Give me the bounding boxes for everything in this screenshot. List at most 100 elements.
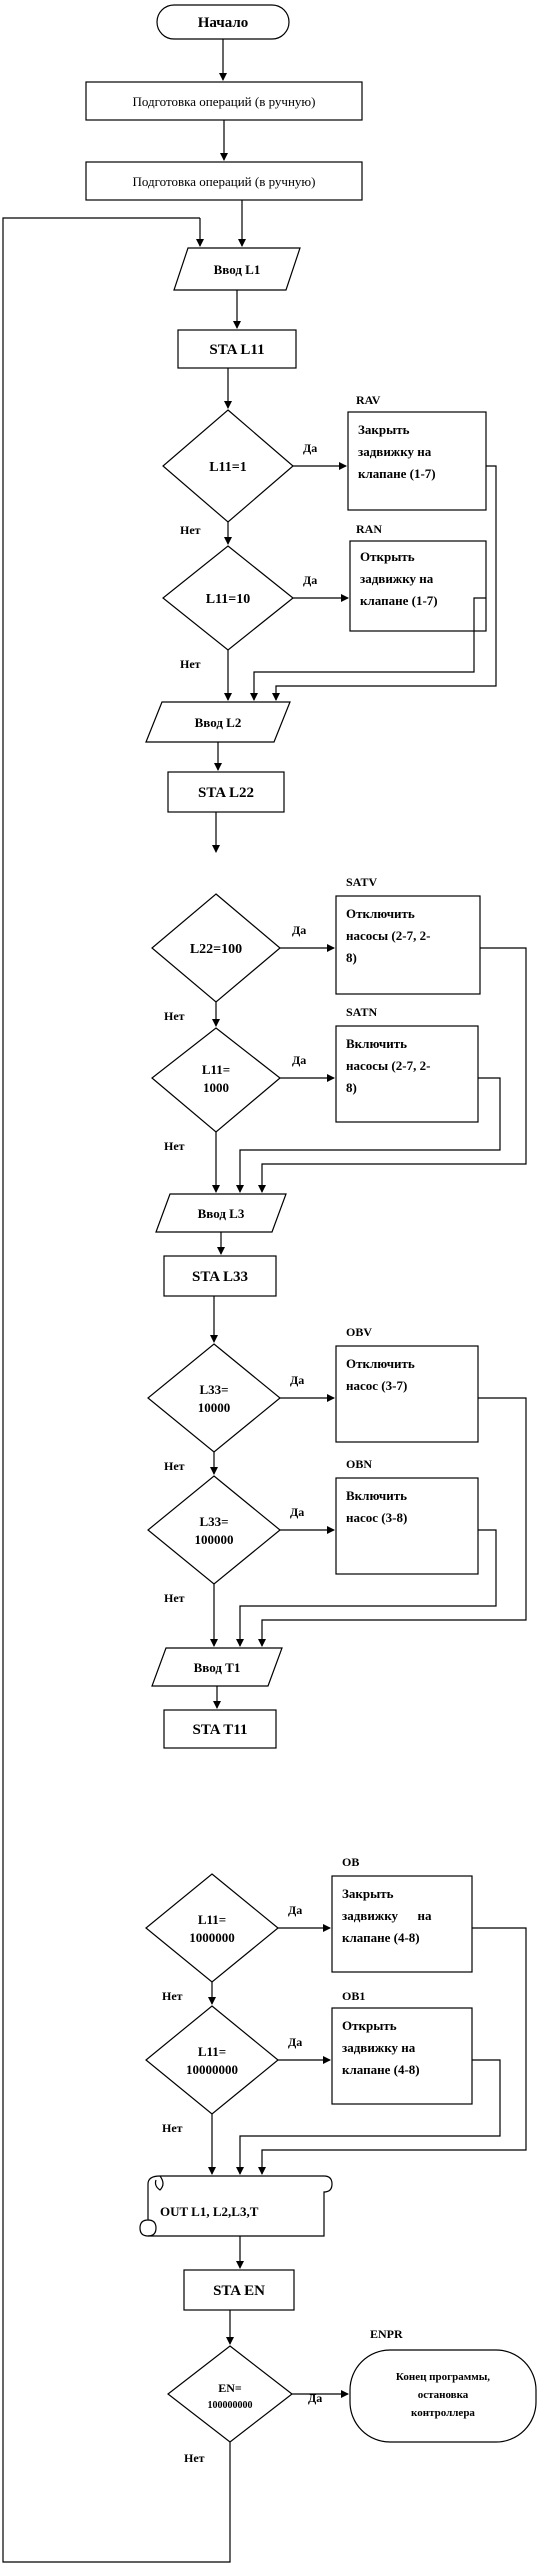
no-label-1: Нет [180,523,201,537]
action-close-valve-1-7 [347,411,487,511]
sta-en-box [183,2269,295,2311]
sta-l11-label: STA L11 [209,342,264,358]
action-tag-ran: RAN [356,522,382,536]
input-l2-label: Ввод L2 [195,715,242,730]
action-1-line-2: задвижку на [358,444,432,459]
end-line-1: Конец программы, [396,2371,490,2383]
action-pumps-off-2-7-2-8 [335,895,481,995]
cond-l11-10000000-line-1: L11= [198,2044,226,2059]
input-t1 [151,1647,283,1687]
action-3-line-1: Отключить [346,906,415,921]
end-line-3: контроллера [411,2407,475,2419]
action-tag-satv: SATV [346,875,377,889]
yes-label-6: Да [290,1505,304,1519]
yes-label-4: Да [292,1053,306,1067]
sta-l33-label: STA L33 [192,1269,248,1285]
prep-label-2: Подготовка операций (в ручную) [133,174,316,189]
input-l2 [145,701,291,743]
action-tag-ob: OB [342,1855,359,1869]
cond-l33-10000 [147,1343,281,1453]
cond-l33-100000 [147,1475,281,1585]
cond-l22-100-label: L22=100 [190,942,242,957]
end-tag-enpr: ENPR [370,2327,403,2341]
input-l3 [155,1193,287,1233]
no-label-8: Нет [162,2121,183,2135]
loop-back-line [2,217,231,2563]
action-tag-satn: SATN [346,1005,377,1019]
sta-l22-box [167,771,285,813]
action-7-line-2: задвижку на [342,1908,432,1923]
prep-label-1: Подготовка операций (в ручную) [133,94,316,109]
action-2-line-1: Открыть [360,549,415,564]
yes-label-5: Да [290,1373,304,1387]
cond-l11-10000000-line-2: 10000000 [186,2062,238,2077]
sta-l33-box [163,1255,277,1297]
cond-l11-1000-line-1: L11= [202,1062,230,1077]
action-3-line-3: 8) [346,950,357,965]
action-5-line-1: Отключить [346,1356,415,1371]
prep-box-1 [85,81,363,121]
yes-label-7: Да [288,1903,302,1917]
yes-label-3: Да [292,923,306,937]
action-4-line-2: насосы (2-7, 2- [346,1058,430,1073]
action-6-line-2: насос (3-8) [346,1510,407,1525]
cond-l11-1000000 [145,1873,279,1983]
yes-label-8: Да [288,2035,302,2049]
no-label-6: Нет [164,1591,185,1605]
cond-en-100000000 [167,2345,293,2443]
start-label: Начало [198,15,249,31]
action-4-line-3: 8) [346,1080,357,1095]
cond-l33-10000-line-2: 10000 [198,1400,231,1415]
action-tag-rav: RAV [356,393,381,407]
sta-l22-label: STA L22 [198,785,254,801]
action-1-line-1: Закрыть [358,422,410,437]
action-tag-ob1: OB1 [342,1989,365,2003]
action-pumps-on-2-7-2-8 [335,1025,479,1123]
cond-en-line-2: 100000000 [208,2400,253,2411]
yes-label-2: Да [303,573,317,587]
action-7-line-1: Закрыть [342,1886,394,1901]
sta-t11-label: STA T11 [193,1722,248,1738]
action-open-valve-1-7 [349,540,487,632]
action-7-line-3: клапане (4-8) [342,1930,420,1945]
action-8-line-1: Открыть [342,2018,397,2033]
action-close-valve-4-8 [331,1875,473,1973]
cond-l33-100000-line-1: L33= [199,1514,228,1529]
yes-label-9: Да [308,2391,322,2405]
cond-l11-10000000 [145,2005,279,2115]
action-open-valve-4-8 [331,2007,473,2105]
action-tag-obn: OBN [346,1457,372,1471]
cond-l11-1000-line-2: 1000 [203,1080,229,1095]
cond-l11-1000000-line-2: 1000000 [189,1930,235,1945]
cond-l33-10000-line-1: L33= [199,1382,228,1397]
no-label-3: Нет [164,1009,185,1023]
cond-l11-1-label: L11=1 [209,460,247,475]
action-tag-obv: OBV [346,1325,372,1339]
action-5-line-2: насос (3-7) [346,1378,407,1393]
sta-en-label: STA EN [213,2283,265,2299]
output-scroll [139,2175,333,2237]
action-2-line-3: клапане (1-7) [360,593,438,608]
action-2-line-2: задвижку на [360,571,434,586]
sta-t11-box [163,1709,277,1749]
prep-box-2 [85,161,363,201]
no-label-5: Нет [164,1459,185,1473]
input-l1-label: Ввод L1 [214,262,261,277]
input-l1 [173,247,301,291]
sta-l11-box [177,329,297,369]
action-1-line-3: клапане (1-7) [358,466,436,481]
cond-l33-100000-line-2: 100000 [195,1532,234,1547]
end-terminator [349,2349,537,2443]
cond-l11-10-label: L11=10 [206,592,251,607]
no-label-2: Нет [180,657,201,671]
action-8-line-2: задвижку на [342,2040,416,2055]
no-label-4: Нет [164,1139,185,1153]
action-pump-on-3-8 [335,1477,479,1575]
input-t1-label: Ввод T1 [194,1660,241,1675]
action-3-line-2: насосы (2-7, 2- [346,928,430,943]
action-4-line-1: Включить [346,1036,407,1051]
end-line-2: остановка [418,2389,469,2401]
cond-l11-1000000-line-1: L11= [198,1912,226,1927]
output-label: OUT L1, L2,L3,T [160,2204,259,2219]
